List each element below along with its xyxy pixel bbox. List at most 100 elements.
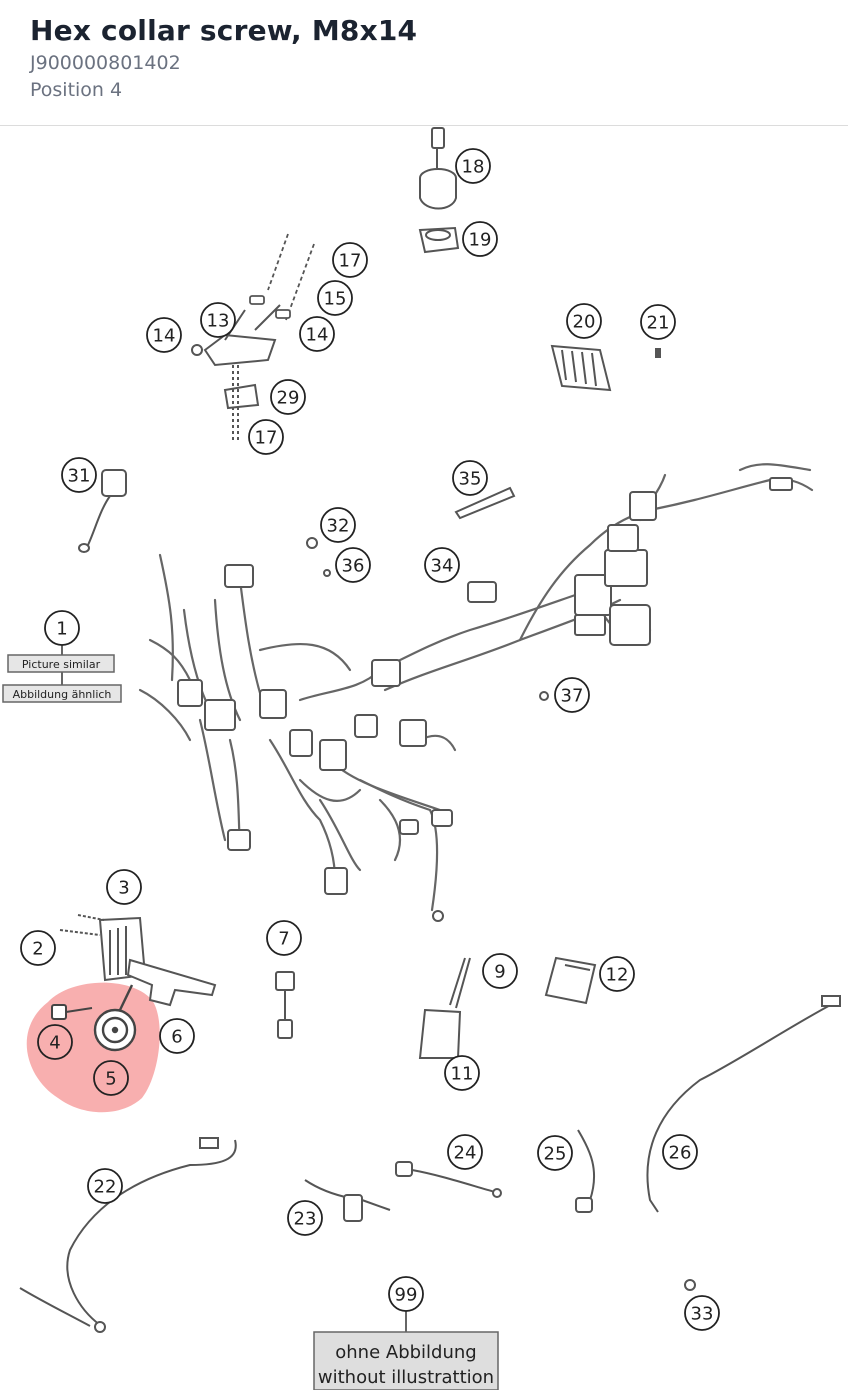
callout-17[interactable]: 17 xyxy=(332,242,368,278)
callout-31[interactable]: 31 xyxy=(61,457,97,493)
note-without-de: ohne Abbildung xyxy=(335,1342,476,1363)
callout-circle xyxy=(554,677,590,713)
diagram-svg: Picture similar Abbildung ähnlich ohne A… xyxy=(2,127,841,1391)
small-parts xyxy=(306,486,549,701)
callout-circle xyxy=(200,302,236,338)
callout-circle xyxy=(87,1168,123,1204)
part-24-sensor xyxy=(395,1161,502,1198)
part-31-sensor xyxy=(78,469,127,553)
callout-22[interactable]: 22 xyxy=(87,1168,123,1204)
callout-number: 31 xyxy=(68,466,91,487)
callout-circle xyxy=(566,303,602,339)
callout-circle xyxy=(320,507,356,543)
callout-number: 33 xyxy=(691,1304,714,1325)
part-4-hex-collar-screw xyxy=(51,1004,93,1020)
callout-number: 14 xyxy=(306,325,329,346)
callout-number: 6 xyxy=(171,1027,182,1048)
part-12-ecu xyxy=(544,956,597,1005)
callout-32[interactable]: 32 xyxy=(320,507,356,543)
callout-18[interactable]: 18 xyxy=(455,148,491,184)
callout-19[interactable]: 19 xyxy=(462,221,498,257)
callout-4[interactable]: 4 xyxy=(37,1024,73,1060)
exploded-parts-diagram: Picture similar Abbildung ähnlich ohne A… xyxy=(0,126,848,1391)
callout-7[interactable]: 7 xyxy=(266,920,302,956)
callout-circle xyxy=(599,956,635,992)
callout-15[interactable]: 15 xyxy=(317,280,353,316)
callout-20[interactable]: 20 xyxy=(566,303,602,339)
callout-1[interactable]: 1 xyxy=(44,610,80,646)
callout-circle xyxy=(270,379,306,415)
callout-24[interactable]: 24 xyxy=(447,1134,483,1170)
callout-35[interactable]: 35 xyxy=(452,460,488,496)
part-position: Position 4 xyxy=(30,79,123,101)
callout-25[interactable]: 25 xyxy=(537,1135,573,1171)
callout-number: 12 xyxy=(606,965,629,986)
callout-14[interactable]: 14 xyxy=(146,317,182,353)
callout-12[interactable]: 12 xyxy=(599,956,635,992)
callout-number: 35 xyxy=(459,469,482,490)
callout-23[interactable]: 23 xyxy=(287,1200,323,1236)
part-25-cable xyxy=(575,1129,595,1213)
callout-6[interactable]: 6 xyxy=(159,1018,195,1054)
callout-number: 3 xyxy=(118,878,129,899)
part-title: Hex collar screw, M8x14 xyxy=(30,14,418,47)
note-without-illustration: ohne Abbildung without illustrattion xyxy=(313,1331,499,1391)
part-13-bracket xyxy=(191,304,281,440)
callout-number: 37 xyxy=(561,686,584,707)
part-26-cable xyxy=(646,995,841,1213)
callout-13[interactable]: 13 xyxy=(200,302,236,338)
part-5-horn xyxy=(93,984,137,1052)
part-19-cover xyxy=(418,226,460,254)
callout-circle xyxy=(537,1135,573,1171)
callout-number: 25 xyxy=(544,1144,567,1165)
callout-36[interactable]: 36 xyxy=(335,547,371,583)
callout-circle xyxy=(61,457,97,493)
callout-17[interactable]: 17 xyxy=(248,419,284,455)
part-23-sensor xyxy=(304,1179,391,1222)
callout-14[interactable]: 14 xyxy=(299,316,335,352)
note-similar-de: Abbildung ähnlich xyxy=(13,688,112,701)
callout-33[interactable]: 33 xyxy=(684,1295,720,1331)
callout-circle xyxy=(388,1276,424,1312)
callout-number: 24 xyxy=(454,1143,477,1164)
callout-number: 36 xyxy=(342,556,365,577)
callout-21[interactable]: 21 xyxy=(640,304,676,340)
callout-number: 14 xyxy=(153,326,176,347)
callout-number: 29 xyxy=(277,388,300,409)
callout-circle xyxy=(444,1055,480,1091)
part-15-17-bolts xyxy=(249,233,315,321)
part-20-fuse-box xyxy=(550,344,612,392)
callout-99[interactable]: 99 xyxy=(388,1276,424,1312)
callout-number: 11 xyxy=(451,1064,474,1085)
callout-29[interactable]: 29 xyxy=(270,379,306,415)
callout-circle xyxy=(146,317,182,353)
part-7-connector xyxy=(275,971,295,1039)
callout-circle xyxy=(482,953,518,989)
harness-connectors xyxy=(177,477,793,922)
callout-circle xyxy=(332,242,368,278)
callout-circle xyxy=(662,1134,698,1170)
callout-circle xyxy=(20,930,56,966)
callout-circle xyxy=(299,316,335,352)
callout-circle xyxy=(44,610,80,646)
part-22-cable xyxy=(19,1137,237,1333)
callout-circle xyxy=(684,1295,720,1331)
callout-number: 9 xyxy=(494,962,505,983)
callout-3[interactable]: 3 xyxy=(106,869,142,905)
callout-2[interactable]: 2 xyxy=(20,930,56,966)
callout-37[interactable]: 37 xyxy=(554,677,590,713)
callout-11[interactable]: 11 xyxy=(444,1055,480,1091)
callout-5[interactable]: 5 xyxy=(93,1060,129,1096)
callout-number: 4 xyxy=(49,1033,60,1054)
callout-26[interactable]: 26 xyxy=(662,1134,698,1170)
part-33-grommet xyxy=(684,1279,696,1291)
callout-34[interactable]: 34 xyxy=(424,547,460,583)
callout-circle xyxy=(640,304,676,340)
callout-9[interactable]: 9 xyxy=(482,953,518,989)
callout-circle xyxy=(447,1134,483,1170)
callout-number: 32 xyxy=(327,516,350,537)
callout-circle xyxy=(452,460,488,496)
callout-circle xyxy=(159,1018,195,1054)
callout-number: 22 xyxy=(94,1177,117,1198)
